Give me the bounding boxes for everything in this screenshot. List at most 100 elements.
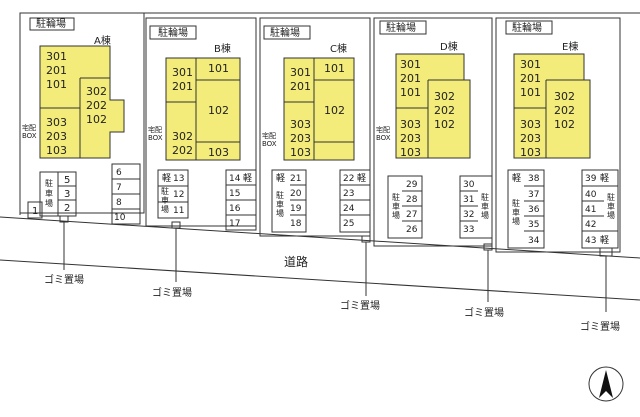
space-32: 32 (463, 210, 474, 220)
svg-text:車: 車 (161, 195, 169, 205)
trash-label-5: ゴミ置場 (580, 320, 620, 333)
unit-a-303: 303 (46, 116, 67, 129)
delivery-box-d: 宅配 BOX (376, 125, 391, 142)
svg-text:BOX: BOX (262, 140, 277, 148)
unit-a-103: 103 (46, 144, 67, 157)
unit-c-301: 301 (290, 66, 311, 79)
trash-label-3: ゴミ置場 (340, 299, 380, 312)
space-13: 13 (173, 174, 184, 184)
unit-e-303: 303 (520, 118, 541, 131)
svg-text:駐: 駐 (392, 192, 400, 202)
unit-e-203: 203 (520, 132, 541, 145)
svg-text:宅配: 宅配 (22, 123, 36, 132)
space-30: 30 (463, 180, 475, 190)
unit-c-102: 102 (324, 104, 345, 117)
parking-label-d: 駐輪場 (386, 21, 416, 34)
space-40: 40 (585, 190, 597, 200)
svg-text:駐: 駐 (481, 192, 489, 202)
unit-b-201: 201 (172, 80, 193, 93)
svg-text:宅配: 宅配 (376, 125, 390, 134)
space-23: 23 (343, 189, 354, 199)
road: 道路 (0, 216, 640, 301)
unit-d-103: 103 (400, 146, 421, 159)
unit-a-101: 101 (46, 78, 67, 91)
space-8: 8 (116, 198, 122, 208)
space-31: 31 (463, 195, 474, 205)
parking-d: 29 28 27 26 駐 車 場 30 31 32 33 駐 車 場 (387, 175, 493, 239)
space-37: 37 (528, 190, 539, 200)
space-20: 20 (290, 189, 302, 199)
svg-text:軽: 軽 (276, 173, 285, 184)
unit-a-302: 302 (86, 85, 107, 98)
building-d: D棟 301 201 101 302 202 102 303 203 103 (395, 40, 471, 159)
space-14: 14 (229, 174, 241, 184)
unit-b-302: 302 (172, 130, 193, 143)
unit-a-102: 102 (86, 113, 107, 126)
svg-text:車: 車 (512, 207, 520, 217)
svg-text:場: 場 (45, 198, 53, 208)
building-e: E棟 301 201 101 302 202 102 303 203 103 (513, 40, 591, 159)
svg-text:軽: 軽 (600, 173, 609, 184)
space-25: 25 (343, 219, 354, 229)
svg-text:車: 車 (481, 201, 489, 211)
svg-text:宅配: 宅配 (262, 131, 276, 140)
space-38: 38 (528, 174, 540, 184)
unit-d-301: 301 (400, 58, 421, 71)
unit-c-203: 203 (290, 132, 311, 145)
delivery-box-a: 宅配 BOX (22, 123, 37, 140)
parking-label-a: 駐輪場 (36, 17, 66, 30)
building-name-c: C棟 (330, 42, 347, 55)
svg-text:BOX: BOX (148, 134, 163, 142)
space-22: 22 (343, 174, 354, 184)
parking-a: 駐 車 場 5 3 2 1 6 7 8 10 (27, 163, 141, 225)
unit-e-201: 201 (520, 72, 541, 85)
unit-d-101: 101 (400, 86, 421, 99)
unit-e-302: 302 (554, 90, 575, 103)
building-a: A棟 301 201 101 302 202 102 303 203 103 (39, 34, 125, 159)
road-label: 道路 (284, 254, 308, 269)
space-26: 26 (406, 225, 418, 235)
trash-areas: ゴミ置場 ゴミ置場 ゴミ置場 ゴミ置場 ゴミ置場 (44, 215, 620, 333)
svg-text:場: 場 (607, 210, 615, 220)
svg-text:車: 車 (607, 201, 615, 211)
unit-b-101: 101 (208, 62, 229, 75)
building-c: C棟 301 201 303 203 103 101 102 (283, 42, 355, 161)
space-43: 43 (585, 236, 596, 246)
svg-text:車: 車 (392, 201, 400, 211)
svg-text:駐: 駐 (607, 192, 615, 202)
space-6: 6 (116, 168, 122, 178)
lot-b (145, 17, 257, 227)
trash-label-2: ゴミ置場 (152, 286, 192, 299)
north-arrow-icon (588, 366, 624, 402)
svg-text:BOX: BOX (376, 134, 391, 142)
unit-b-301: 301 (172, 66, 193, 79)
unit-d-102: 102 (434, 118, 455, 131)
space-39: 39 (585, 174, 597, 184)
unit-b-102: 102 (208, 104, 229, 117)
unit-c-201: 201 (290, 80, 311, 93)
svg-text:場: 場 (161, 204, 169, 214)
space-16: 16 (229, 204, 241, 214)
space-35: 35 (528, 220, 539, 230)
svg-text:駐: 駐 (45, 178, 53, 188)
svg-text:場: 場 (276, 208, 284, 218)
svg-text:駐: 駐 (512, 198, 520, 208)
space-15: 15 (229, 189, 240, 199)
unit-c-101: 101 (324, 62, 345, 75)
delivery-box-c: 宅配 BOX (262, 131, 277, 148)
unit-d-303: 303 (400, 118, 421, 131)
unit-d-201: 201 (400, 72, 421, 85)
unit-d-202: 202 (434, 104, 455, 117)
space-3: 3 (64, 189, 70, 200)
building-b: B棟 301 201 302 202 101 102 103 (165, 42, 241, 161)
svg-text:駐: 駐 (276, 190, 284, 200)
site-boundary (19, 12, 640, 253)
lot-a (19, 12, 145, 214)
unit-a-203: 203 (46, 130, 67, 143)
space-33: 33 (463, 225, 474, 235)
parking-b: 軽 13 12 11 駐 車 場 14 軽 15 16 17 (157, 169, 257, 231)
trash-label-1: ゴミ置場 (44, 273, 84, 286)
unit-b-103: 103 (208, 146, 229, 159)
space-17: 17 (229, 219, 240, 229)
